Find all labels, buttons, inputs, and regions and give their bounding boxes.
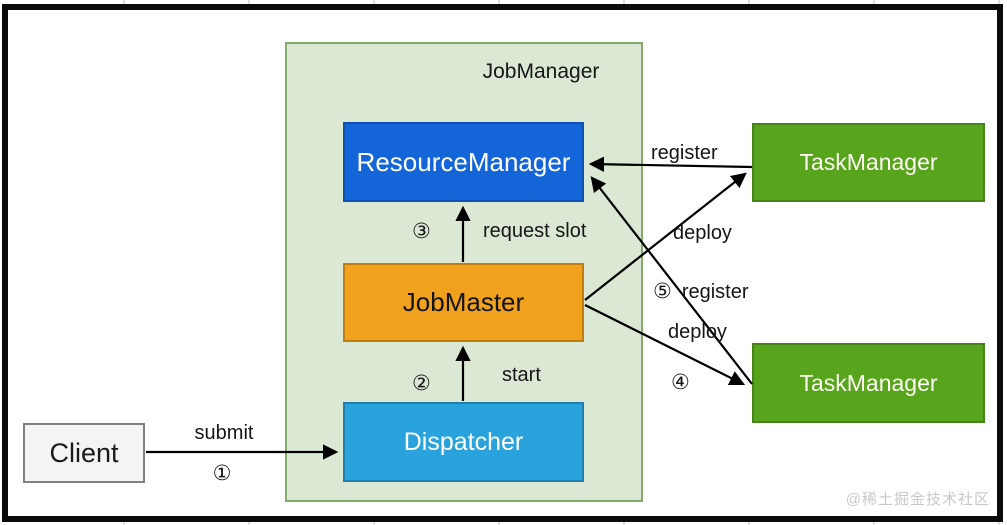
edge-step-4: ④ [671,371,690,394]
edge-label-deploy-bottom: deploy [668,321,727,343]
node-resource-manager: ResourceManager [343,122,584,202]
edge-label-submit: submit [194,422,254,444]
node-client: Client [23,423,145,483]
bottom-tick-marks [0,521,1007,525]
node-task-manager-bottom: TaskManager [752,343,985,423]
edge-label-start: start [502,364,541,386]
edge-step-5: ⑤ [653,280,672,303]
top-tick-marks [0,0,1007,4]
edge-step-1: ① [212,462,232,485]
edge-label-register-top: register [651,142,718,164]
node-dispatcher-label: Dispatcher [403,427,524,456]
diagram-border-frame [2,4,1003,522]
watermark-text: @稀土掘金技术社区 [845,491,990,508]
node-task-manager-top: TaskManager [752,123,985,202]
edge-step-3: ③ [412,220,431,243]
node-job-master-label: JobMaster [402,287,525,317]
edge-step-2: ② [412,372,431,395]
node-task-manager-bottom-label: TaskManager [799,369,938,396]
node-job-master: JobMaster [343,263,584,342]
jobmanager-group-title: JobManager [482,60,600,83]
edge-label-register-bottom-text: register [681,281,749,303]
edge-label-deploy-top: deploy [673,222,732,244]
node-resource-manager-label: ResourceManager [356,146,571,177]
node-dispatcher: Dispatcher [343,402,584,482]
node-client-label: Client [49,437,119,468]
edge-label-register-bottom: ⑤ register [653,280,749,304]
node-task-manager-top-label: TaskManager [799,149,938,175]
edge-label-request-slot: request slot [483,220,587,242]
